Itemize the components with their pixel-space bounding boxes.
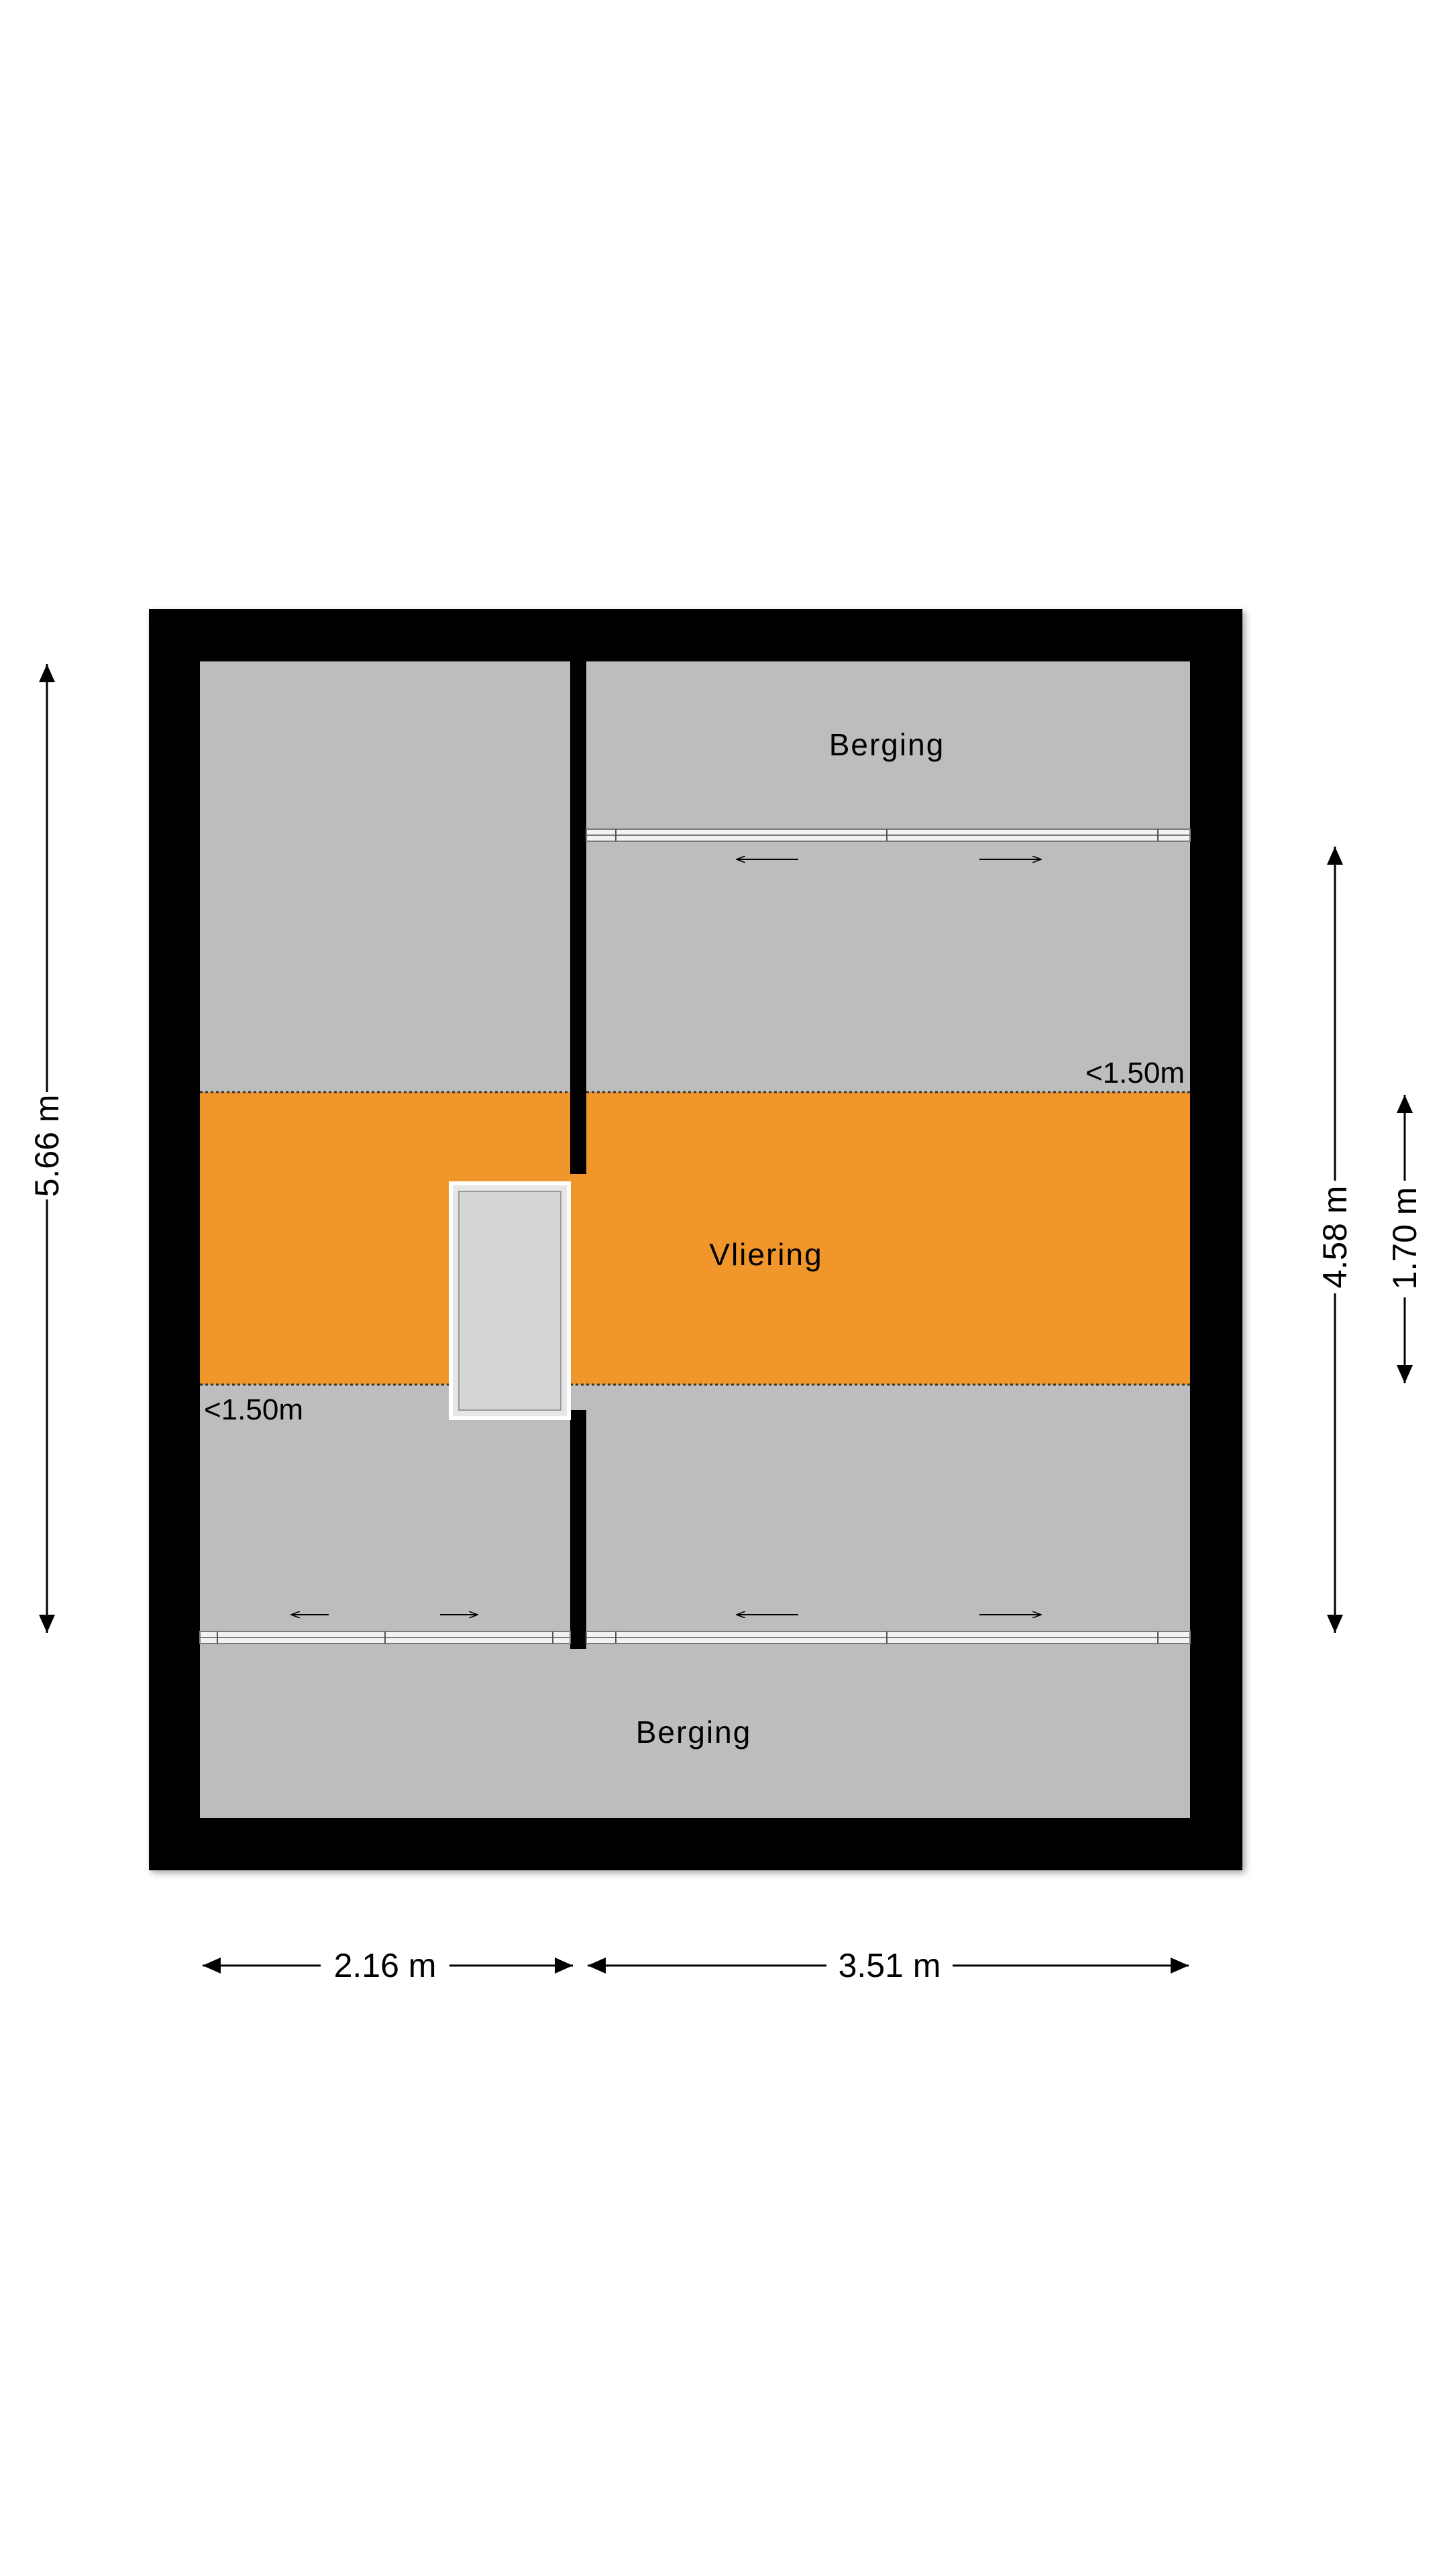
room-label-top-storage: Berging	[829, 727, 945, 762]
dimension-label-right-height: 4.58 m	[1316, 1186, 1354, 1289]
dimension-label-attic-depth: 1.70 m	[1386, 1187, 1424, 1290]
interior-wall-upper	[570, 661, 586, 1174]
attic-zone	[200, 1092, 1190, 1385]
sliding-wall-top	[586, 828, 1191, 842]
dimension-right-height: 4.58 m	[1316, 847, 1354, 1633]
height-marker-upper: <1.50m	[1085, 1057, 1185, 1089]
room-label-bottom-storage: Berging	[636, 1715, 752, 1750]
dimension-bottom-right-width: 3.51 m	[588, 1947, 1189, 1984]
sliding-wall-bottom	[199, 1631, 1191, 1644]
dimension-bottom-left-width: 2.16 m	[203, 1947, 573, 1984]
height-marker-lower: <1.50m	[204, 1393, 303, 1426]
dimension-label-bottom-right-width: 3.51 m	[839, 1947, 941, 1984]
dimension-label-left-height: 5.66 m	[28, 1095, 66, 1197]
dimension-attic-depth: 1.70 m	[1386, 1095, 1424, 1383]
dimension-left-height: 5.66 m	[28, 664, 66, 1633]
attic-hatch	[449, 1181, 571, 1420]
dimension-label-bottom-left-width: 2.16 m	[334, 1947, 437, 1984]
room-label-attic: Vliering	[709, 1237, 822, 1272]
interior-wall-lower	[570, 1410, 586, 1649]
